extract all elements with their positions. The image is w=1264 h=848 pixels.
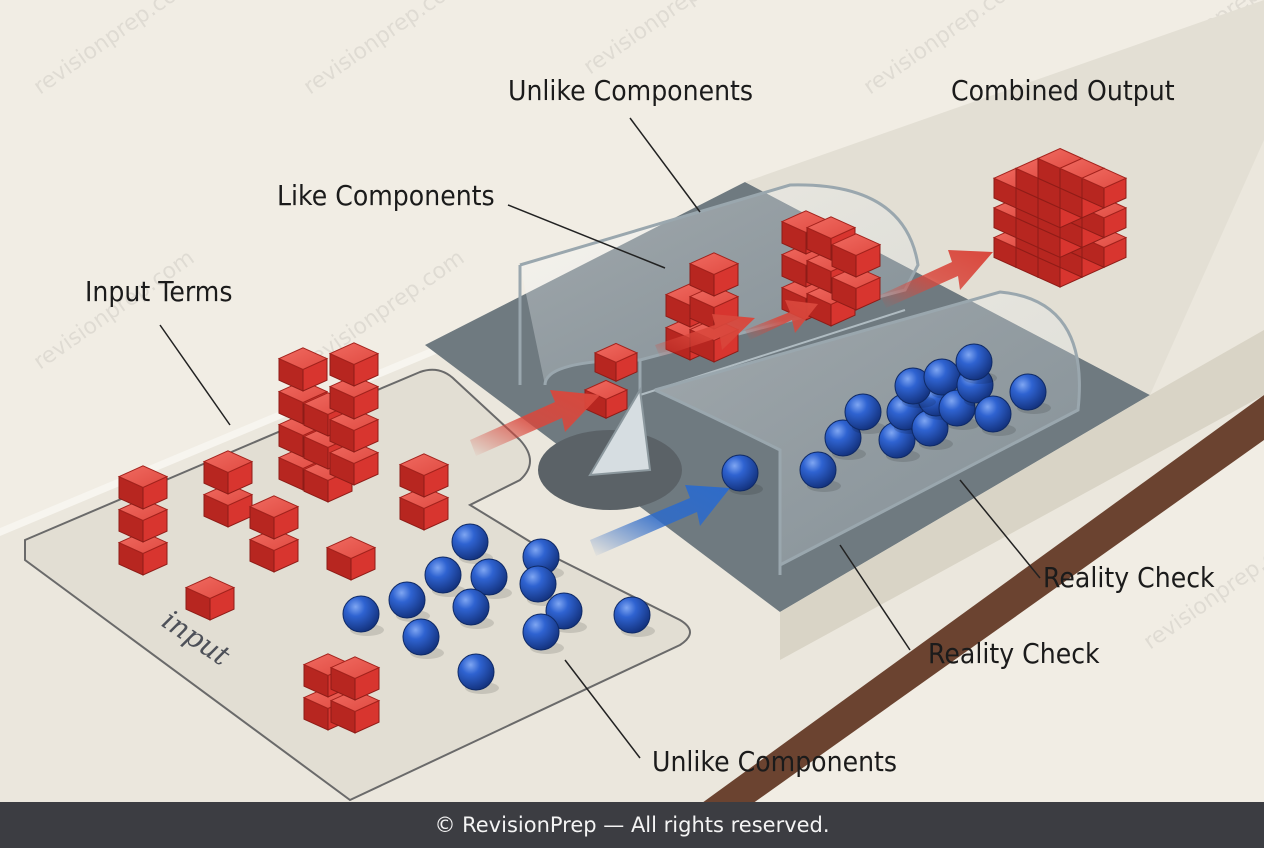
label-like-components: Like Components — [277, 179, 495, 212]
blue-sphere — [955, 343, 997, 384]
red-cube-stack — [329, 656, 381, 701]
red-cube — [325, 536, 377, 581]
label-unlike-components-top: Unlike Components — [508, 74, 754, 107]
callout-lines — [159, 117, 1041, 759]
flow-arrows — [470, 250, 993, 556]
red-cube-stack — [328, 441, 380, 486]
red-cube-stack — [328, 375, 380, 420]
red-arrow-middle — [655, 314, 755, 357]
blue-arrow-input — [590, 485, 730, 556]
red-cube-stack — [328, 408, 380, 453]
red-cube-stack — [688, 252, 740, 297]
red-cube-stack — [202, 450, 254, 495]
blue-sphere — [457, 653, 499, 694]
blue-sphere — [424, 556, 466, 597]
red-cube-stack — [277, 347, 329, 392]
red-cube-stack — [398, 453, 450, 498]
blue-sphere — [894, 367, 936, 408]
red-cube-stack — [248, 495, 300, 540]
label-input-terms: Input Terms — [85, 275, 233, 308]
label-reality-check-right: Reality Check — [1043, 561, 1215, 594]
blue-sphere — [470, 558, 512, 599]
label-reality-check-bottom: Reality Check — [928, 637, 1100, 670]
label-combined-output: Combined Output — [951, 74, 1175, 107]
blue-sphere — [522, 613, 564, 654]
red-cube-stack — [328, 342, 380, 387]
red-cube-stack — [830, 266, 882, 311]
blue-sphere — [452, 588, 494, 629]
red-cube-stack — [117, 465, 169, 510]
label-unlike-components-bottom: Unlike Components — [652, 745, 898, 778]
blue-sphere — [974, 395, 1016, 436]
blue-sphere — [388, 581, 430, 622]
blue-sphere — [613, 596, 655, 637]
blue-spheres-group — [342, 343, 1051, 694]
red-cube — [593, 342, 639, 383]
blue-sphere — [1009, 373, 1051, 414]
blue-sphere — [844, 393, 886, 434]
red-cube — [184, 576, 236, 621]
blue-sphere — [824, 419, 866, 460]
red-cube-stack — [202, 483, 254, 528]
red-cube-stack — [248, 528, 300, 573]
watermark-text: revisionprep.com — [299, 0, 469, 100]
red-cube-stack — [830, 233, 882, 278]
red-cube-stack — [117, 498, 169, 543]
copyright-footer: © RevisionPrep — All rights reserved. — [0, 802, 1264, 848]
watermark-text: revisionprep.com — [29, 0, 199, 100]
blue-sphere — [799, 451, 841, 492]
combined-output-cube — [1080, 167, 1128, 209]
blue-sphere — [721, 454, 763, 495]
red-cube-stack — [117, 531, 169, 576]
red-arrow-input — [470, 390, 600, 456]
blue-sphere — [402, 618, 444, 659]
watermark-text: revisionprep.com — [29, 245, 199, 375]
blue-sphere — [911, 409, 953, 450]
red-arrow-upper — [745, 300, 818, 340]
red-arrow-output — [880, 250, 993, 308]
red-cube-stack — [398, 486, 450, 531]
blue-sphere — [342, 595, 384, 636]
red-cube-stack — [329, 689, 381, 734]
watermark-text: revisionprep.com — [579, 0, 749, 80]
